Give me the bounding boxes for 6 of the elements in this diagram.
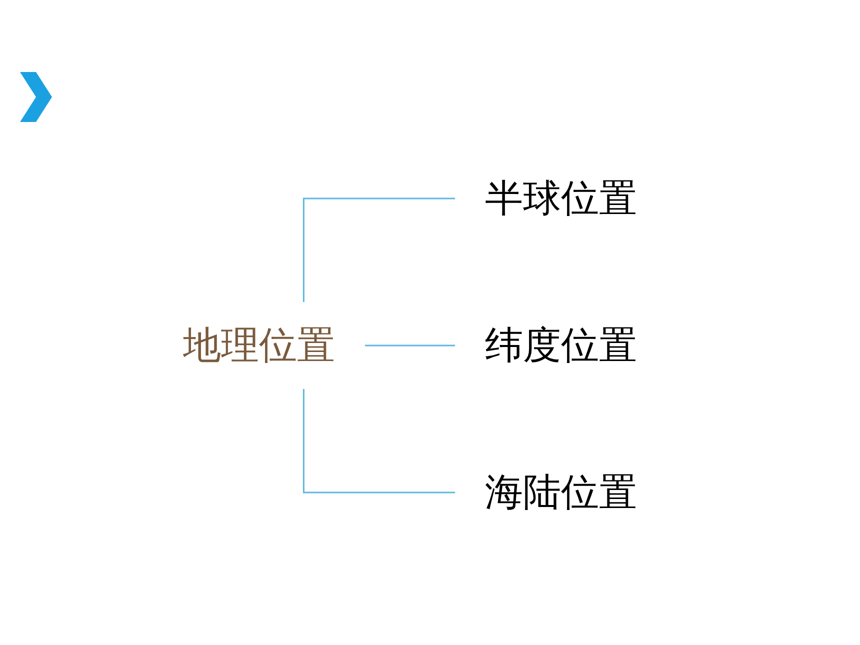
node-text: 半球位置 (485, 176, 637, 220)
connector (302, 197, 455, 302)
node-text: 海陆位置 (485, 470, 637, 514)
connector (364, 344, 455, 346)
connector (302, 388, 455, 493)
node-text: 纬度位置 (485, 322, 637, 366)
